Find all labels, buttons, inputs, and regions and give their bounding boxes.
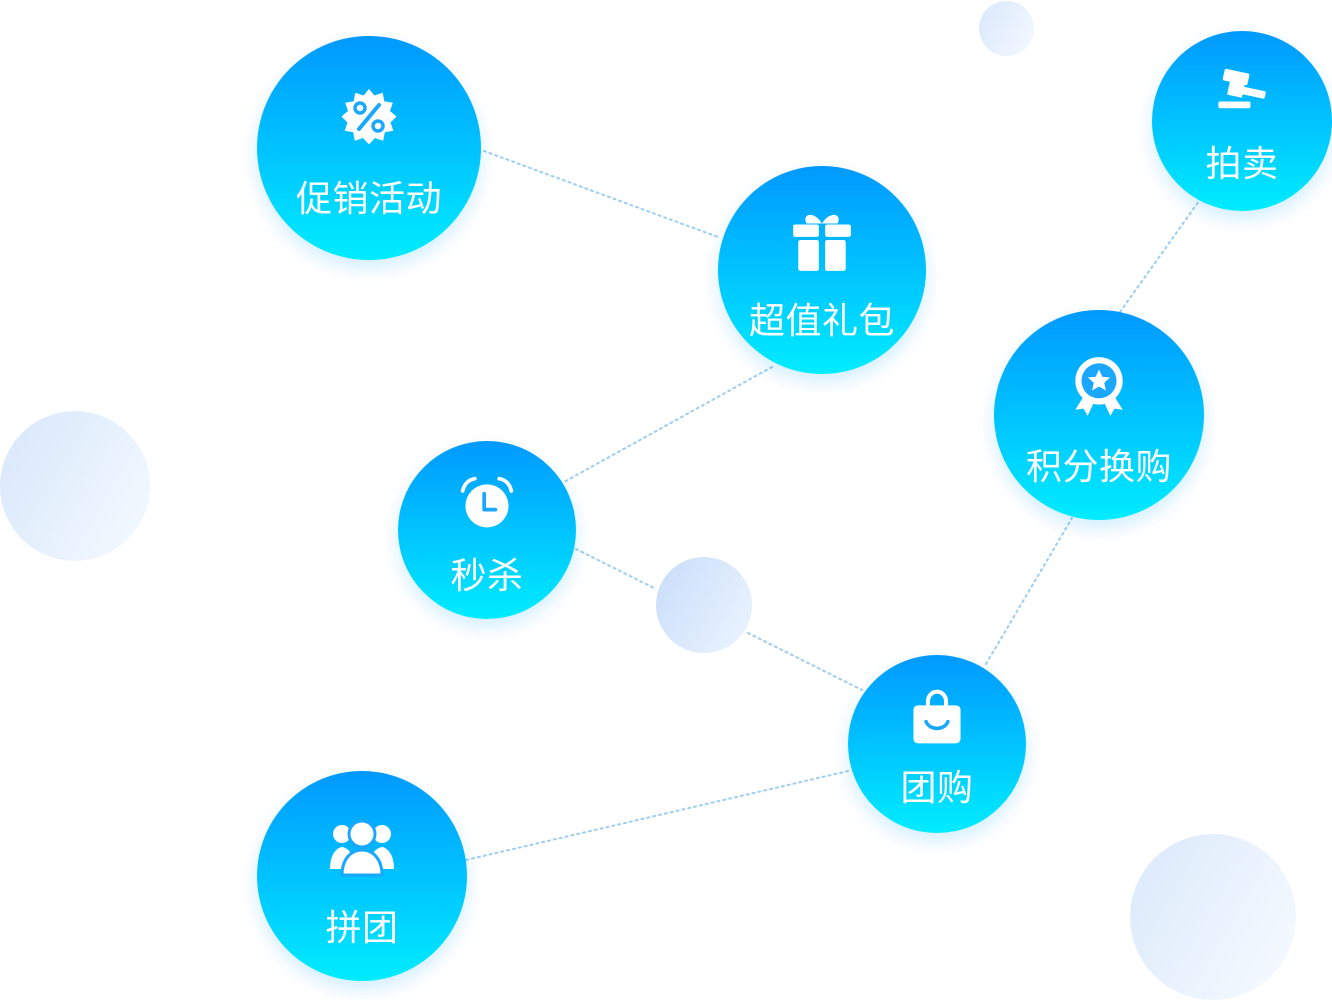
node-label: 拼团 <box>325 908 399 949</box>
link-points-auction <box>1119 200 1200 313</box>
link-groupbuy-pintuan <box>465 770 849 861</box>
node-value-gift-pack[interactable]: 超值礼包 <box>718 166 926 374</box>
percent-badge-icon <box>341 89 397 145</box>
node-group-purchase[interactable]: 团购 <box>848 655 1026 833</box>
node-label: 促销活动 <box>295 179 442 220</box>
node-label: 拍卖 <box>1205 144 1279 185</box>
node-team-buy[interactable]: 拼团 <box>257 771 467 981</box>
decorative-bubble-left <box>0 411 150 561</box>
link-bubble-groupbuy <box>747 632 863 691</box>
group-users-icon <box>330 819 394 877</box>
node-label: 积分换购 <box>1025 447 1172 488</box>
shopping-bag-icon <box>913 689 961 744</box>
link-groupbuy-points <box>985 517 1073 665</box>
node-flash-sale[interactable]: 秒杀 <box>398 441 576 619</box>
node-label: 团购 <box>900 768 974 809</box>
decorative-bubble-bottom-right <box>1130 834 1296 1000</box>
link-promo-gift <box>483 150 719 238</box>
link-seckill-bubble <box>575 548 657 590</box>
node-points-exchange[interactable]: 积分换购 <box>994 310 1204 520</box>
node-promotion[interactable]: 促销活动 <box>257 36 481 260</box>
gavel-icon <box>1218 68 1266 109</box>
node-label: 超值礼包 <box>748 301 895 342</box>
node-label: 秒杀 <box>450 556 524 597</box>
gift-icon <box>793 214 851 271</box>
award-ribbon-icon <box>1075 357 1123 416</box>
decorative-bubble-top <box>979 1 1034 56</box>
node-auction[interactable]: 拍卖 <box>1152 31 1332 211</box>
alarm-clock-icon <box>460 476 514 528</box>
link-gift-seckill <box>563 366 773 483</box>
decorative-bubble-middle <box>656 557 752 653</box>
